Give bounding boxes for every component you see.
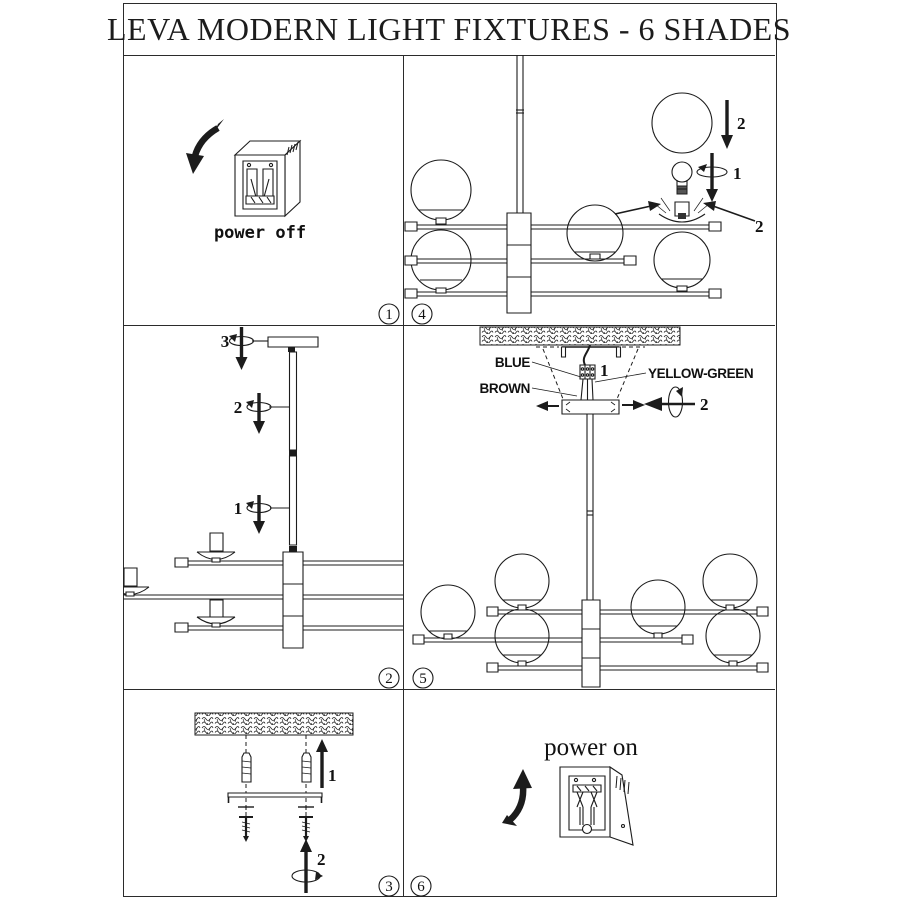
side-screw-icon: [536, 401, 559, 411]
step-1-label: 1: [600, 361, 609, 380]
step-2-label: 2: [317, 850, 326, 869]
center-column: [283, 552, 303, 648]
glass-shade: [567, 205, 623, 261]
rotate-step3-icon: [229, 327, 268, 370]
wire-yellow-green-label: YELLOW-GREEN: [648, 366, 753, 381]
rotate-step2-icon: [644, 387, 695, 417]
panel-6-power-on: power on: [403, 689, 777, 897]
chandelier-frame: [405, 55, 721, 313]
panel-1-power-off: power off 1: [123, 55, 403, 325]
rotate-step2-icon: [246, 393, 289, 434]
step-1-label: 1: [328, 766, 337, 785]
rotate-step1-icon: [246, 495, 289, 534]
svg-text:4: 4: [418, 307, 426, 323]
svg-text:5: 5: [419, 671, 427, 687]
step-2-shade-label: 2: [755, 217, 764, 236]
svg-text:2: 2: [385, 671, 393, 687]
step-1-label: 1: [733, 164, 742, 183]
mounting-bracket: [228, 793, 322, 810]
power-on-arrow-icon: [502, 769, 532, 826]
panel-4-install-bulbs: 2 1 2: [403, 55, 777, 325]
center-column: [582, 600, 600, 687]
column-divider: [403, 56, 404, 897]
panel-number-1: 1: [379, 304, 399, 324]
step-2-drop-label: 2: [737, 114, 746, 133]
screw-icon: [299, 817, 313, 842]
svg-text:1: 1: [385, 307, 393, 323]
panel-number-3: 3: [379, 876, 399, 896]
row-divider-2: [123, 689, 775, 690]
panel-number-5: 5: [413, 668, 433, 688]
alignment-dash: [543, 349, 563, 399]
panel-number-6: 6: [411, 876, 431, 896]
glass-shade-dropping: [652, 93, 712, 153]
arm-bars: [123, 558, 403, 632]
wire-brown-label: BROWN: [480, 381, 531, 396]
wire-connector: [580, 345, 595, 400]
step-2-label: 2: [700, 395, 709, 414]
socket-cup: [123, 568, 149, 596]
canopy-plate: [562, 400, 619, 414]
light-bulb-icon: [672, 162, 692, 194]
title-bar: LEVA MODERN LIGHT FIXTURES - 6 SHADES: [107, 3, 791, 56]
panel-2-assemble-rods: 3 2 1: [123, 325, 403, 689]
side-screw-icon: [622, 400, 645, 410]
rod-segments: [289, 352, 297, 552]
shade-pointer-arrows-icon: [615, 201, 755, 221]
vent-lines-icon: [287, 142, 298, 155]
panel-5-wiring: 1 BLUE BROWN YELLOW-GREEN 2: [403, 325, 777, 689]
rotate-up-icon: [292, 839, 323, 893]
step-3-label: 3: [221, 332, 230, 351]
step-1-label: 1: [234, 499, 243, 518]
svg-text:3: 3: [385, 879, 393, 895]
drop-arrow-icon: [721, 100, 733, 149]
center-column: [507, 213, 531, 313]
glass-shade: [411, 160, 471, 220]
svg-text:6: 6: [417, 879, 425, 895]
ceiling: [480, 327, 680, 345]
power-on-label: power on: [544, 734, 638, 761]
panel-3-mount-bracket: 1: [123, 689, 403, 897]
power-off-arrow-icon: [186, 119, 224, 174]
vent-lines-icon: [616, 776, 629, 794]
power-off-label: power off: [214, 223, 306, 243]
glass-shade: [654, 232, 710, 288]
glass-shade: [411, 230, 471, 290]
chandelier: [413, 414, 768, 687]
wire-blue-label: BLUE: [495, 355, 531, 370]
sheet-border: [123, 3, 777, 897]
page-title: LEVA MODERN LIGHT FIXTURES - 6 SHADES: [107, 10, 792, 47]
socket-cup: [197, 600, 235, 627]
row-divider-1: [123, 325, 775, 326]
breaker-box: [235, 141, 300, 216]
ceiling-plate: [268, 337, 318, 352]
panel-number-4: 4: [412, 304, 432, 324]
up-arrow-icon: [316, 739, 328, 788]
alignment-dash: [617, 349, 638, 399]
screw-icon: [239, 817, 253, 842]
wall-anchor-icon: [242, 753, 251, 782]
panel-number-2: 2: [379, 668, 399, 688]
step-2-label: 2: [234, 398, 243, 417]
socket-cup: [197, 533, 235, 562]
wall-anchor-icon: [302, 753, 311, 782]
socket-cup: [655, 198, 709, 222]
rotate-down-icon: [697, 153, 727, 202]
ceiling: [195, 713, 353, 735]
mounting-bracket-edge: [536, 347, 645, 357]
breaker-box: [560, 767, 633, 845]
